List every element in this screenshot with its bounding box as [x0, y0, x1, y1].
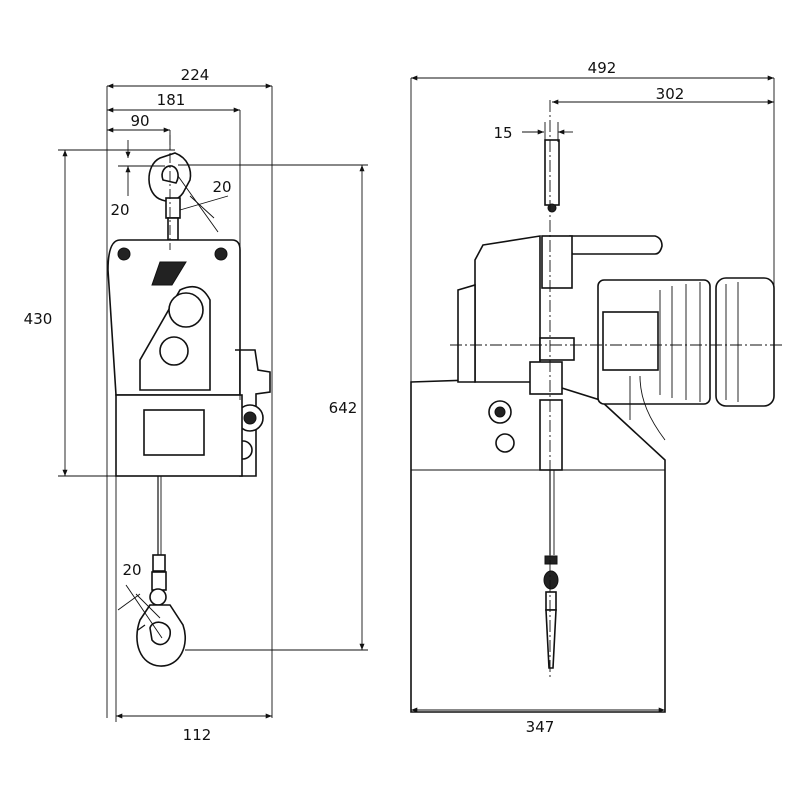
dim-label: 302: [656, 85, 685, 103]
dim-label: 112: [183, 726, 212, 744]
dim-302: 302: [552, 85, 774, 105]
dim-430: 430: [24, 149, 175, 477]
dim-label: 90: [130, 112, 149, 130]
dim-224: 224: [106, 66, 273, 718]
brand-logo-icon: [151, 261, 187, 286]
dim-label: 20: [110, 201, 129, 219]
dim-492: 492: [410, 59, 775, 712]
bottom-hook: [136, 588, 187, 667]
dim-label: 20: [122, 561, 141, 579]
bolt-icon: [117, 247, 131, 261]
dim-20-bottom: 20: [117, 561, 163, 639]
dim-label: 20: [212, 178, 231, 196]
dim-15: 15: [493, 122, 573, 142]
front-view: 224 181 90 20 20: [24, 66, 368, 744]
side-upper-housing: [457, 235, 663, 383]
side-cable: [543, 470, 559, 669]
dim-label: 15: [493, 124, 512, 142]
side-motor: [597, 277, 775, 441]
dim-181: 181: [107, 91, 241, 400]
control-box: [115, 394, 243, 477]
bolt-icon: [214, 247, 228, 261]
dim-label: 492: [588, 59, 617, 77]
side-base: [410, 377, 666, 713]
side-view: 492 302 15 347: [410, 59, 782, 736]
dim-112: 112: [115, 476, 272, 744]
dim-label: 642: [329, 399, 358, 417]
dim-90: 90: [107, 112, 171, 150]
dim-347: 347: [411, 707, 665, 736]
dim-20-top-left: 20: [110, 140, 165, 219]
dim-label: 181: [157, 91, 186, 109]
dim-label: 430: [24, 310, 53, 328]
dim-20-top-right: 20: [177, 175, 232, 233]
dim-label: 347: [526, 718, 555, 736]
dim-label: 224: [181, 66, 210, 84]
side-hoist-column: [529, 139, 575, 471]
front-housing: [107, 239, 271, 477]
dim-642: 642: [178, 164, 368, 651]
front-cable: [151, 476, 167, 591]
